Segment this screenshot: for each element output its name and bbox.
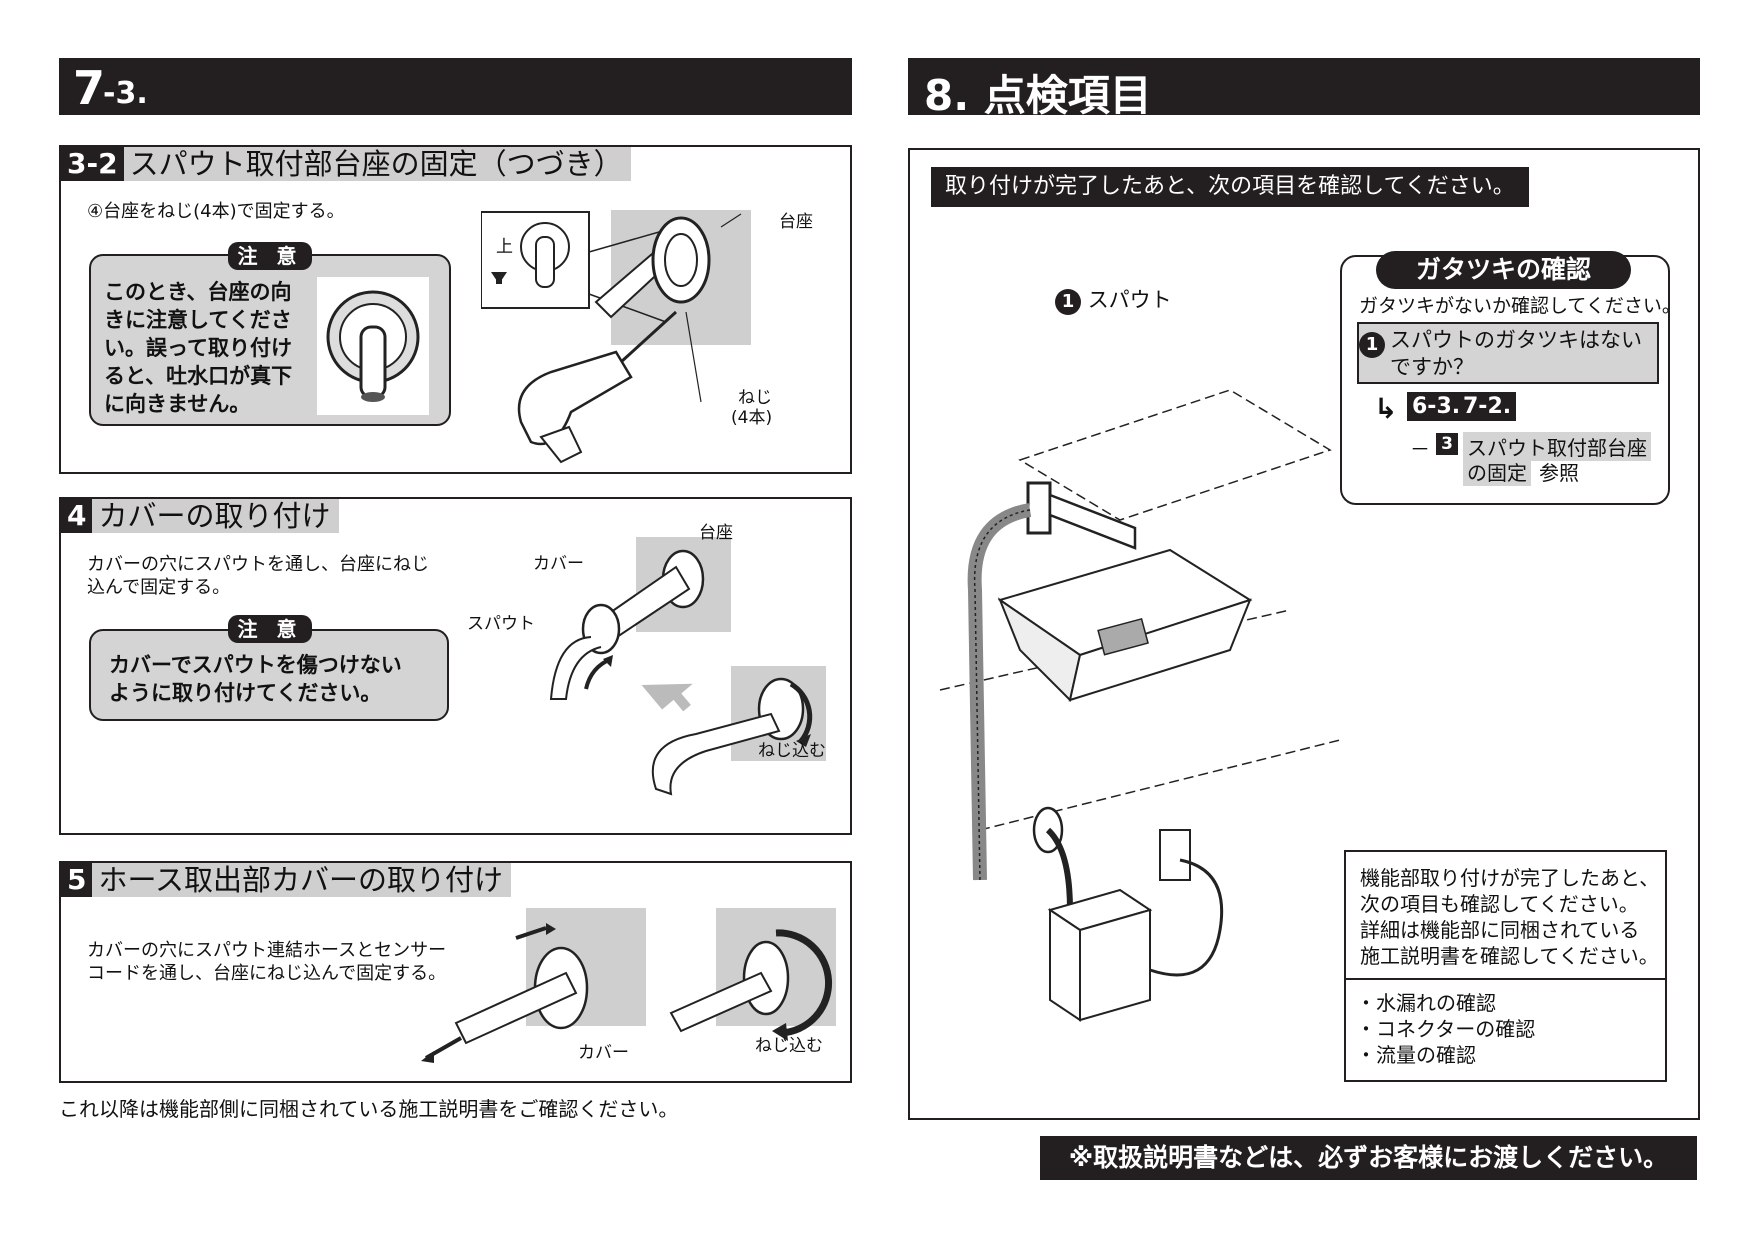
info-box <box>1344 850 1667 1082</box>
cover-attach-illustration <box>549 537 826 796</box>
section-number: 4 <box>61 499 93 533</box>
caution-text: カバーでスパウトを傷つけない ように取り付けてください。 <box>109 653 402 705</box>
ref-arrow-icon: ↳ <box>1374 392 1398 425</box>
ref-text-line2: の固定 <box>1463 457 1531 486</box>
label-base: 台座 <box>779 212 813 232</box>
caution-tag: 注 意 <box>228 615 312 643</box>
instruction-text: カバーの穴にスパウトを通し、台座にねじ 込んで固定する。 <box>87 554 429 598</box>
label-spout: スパウト <box>467 614 535 634</box>
ref-text-line1: スパウト取付部台座 <box>1463 432 1651 461</box>
info-item: ・水漏れの確認 <box>1356 991 1496 1015</box>
section-title-bar: 5 ホース取出部カバーの取り付け <box>61 863 512 897</box>
inspection-banner: 取り付けが完了したあと、次の項目を確認してください。 <box>931 167 1529 207</box>
label-screw-in: ねじ込む <box>758 741 826 761</box>
caution-tag: 注 意 <box>228 242 312 270</box>
info-list: ・水漏れの確認 ・コネクターの確認 ・流量の確認 <box>1356 990 1535 1068</box>
panel-hose-cover: 5 ホース取出部カバーの取り付け カバーの穴にスパウト連結ホースとセンサー コー… <box>59 861 852 1083</box>
section-header-7-3: 7 -3. <box>59 58 852 115</box>
header-number: 7 <box>73 61 106 115</box>
section-title-bar: 4 カバーの取り付け <box>61 499 339 533</box>
label-screw-count: (4本) <box>731 408 773 428</box>
bottom-banner: ※取扱説明書などは、必ずお客様にお渡しください。 <box>1040 1136 1697 1180</box>
hose-cover-illustration <box>421 908 836 1063</box>
panel-cover-attach: 4 カバーの取り付け カバーの穴にスパウトを通し、台座にねじ 込んで固定する。 … <box>59 497 852 835</box>
label-base: 台座 <box>699 523 733 543</box>
label-cover: カバー <box>533 554 584 574</box>
label-screw-in: ねじ込む <box>755 1036 823 1056</box>
step-text: ④台座をねじ(4本)で固定する。 <box>87 201 345 222</box>
section-title-bar: 3-2 スパウト取付部台座の固定（つづき） <box>61 147 631 181</box>
label-up: 上 <box>496 237 513 257</box>
footer-note: これ以降は機能部側に同梱されている施工説明書をご確認ください。 <box>59 1097 679 1121</box>
section-title: カバーの取り付け <box>98 499 331 533</box>
check-item-text: スパウトのガタツキはない ですか？ <box>1390 328 1642 379</box>
section-header-8: 8. 点検項目 <box>908 58 1700 120</box>
inspection-panel: 取り付けが完了したあと、次の項目を確認してください。 1 スパウト <box>908 148 1700 1120</box>
info-divider <box>1346 978 1665 980</box>
base-front-illustration <box>317 277 429 415</box>
info-text: 機能部取り付けが完了したあと、 次の項目も確認してください。 詳細は機能部に同梱… <box>1360 866 1660 968</box>
caution-text: このとき、台座の向 きに注意してくださ い。誤って取り付け ると、吐水口が真下 … <box>104 280 293 416</box>
info-item: ・流量の確認 <box>1356 1043 1476 1067</box>
header-title: 8. 点検項目 <box>924 71 1152 120</box>
check-subtitle: ガタツキがないか確認してください。 <box>1359 295 1681 317</box>
instruction-text: カバーの穴にスパウト連結ホースとセンサー コードを通し、台座にねじ込んで固定する… <box>87 940 447 984</box>
label-screw: ねじ <box>738 388 772 408</box>
label-cover: カバー <box>578 1043 629 1063</box>
ref-7-2: 7-2. <box>1458 392 1517 421</box>
panel-base-fixing: 3-2 スパウト取付部台座の固定（つづき） ④台座をねじ(4本)で固定する。 注… <box>59 145 852 474</box>
spout-label: スパウト <box>1087 288 1172 312</box>
section-number: 5 <box>61 863 93 897</box>
check-title: ガタツキの確認 <box>1376 251 1631 289</box>
header-sub: -3. <box>103 76 148 111</box>
installation-illustration <box>939 389 1341 1022</box>
ref-6-3: 6-3. <box>1407 392 1466 421</box>
info-item: ・コネクターの確認 <box>1356 1017 1536 1041</box>
ref-number-badge: 3 <box>1436 433 1458 455</box>
ref-dash: － <box>1410 437 1430 461</box>
check-item-badge: 1 <box>1359 332 1385 358</box>
section-title: スパウト取付部台座の固定（つづき） <box>129 147 623 181</box>
check-item-box <box>1357 322 1659 384</box>
section-title: ホース取出部カバーの取り付け <box>98 863 504 897</box>
section-number: 3-2 <box>61 147 124 181</box>
base-screw-illustration <box>481 210 751 464</box>
spout-number-badge: 1 <box>1055 289 1081 315</box>
ref-suffix: 参照 <box>1539 461 1579 485</box>
spout-callout: 1 スパウト <box>1055 284 1172 315</box>
